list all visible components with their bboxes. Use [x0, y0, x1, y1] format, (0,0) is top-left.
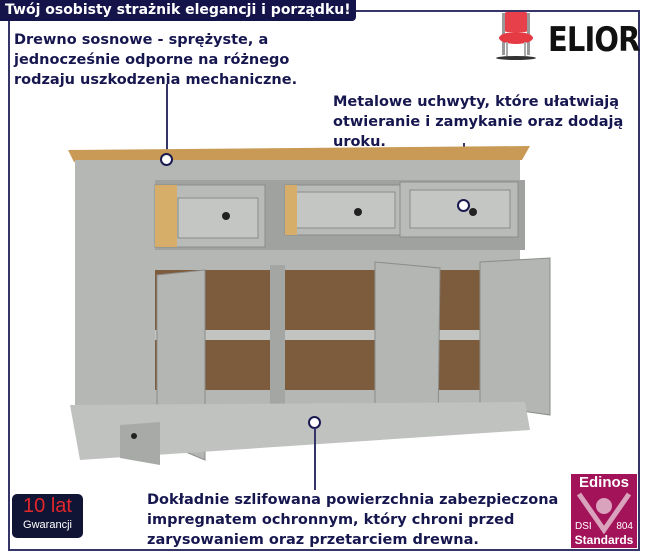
sideboard-illustration [68, 146, 551, 465]
headline: Twój osobisty strażnik elegancji i porzą… [0, 0, 356, 21]
warranty-years: 10 lat [23, 495, 72, 517]
handle-marker [457, 199, 470, 212]
certificate-badge: Edinos DSI 804 Standards [571, 474, 637, 548]
warranty-badge: 10 lat Gwarancji [12, 494, 83, 538]
certificate-bottom: Standards [574, 533, 634, 547]
certificate-left: DSI [575, 521, 592, 532]
surface-callout: Dokładnie szlifowana powierzchnia zabezp… [147, 492, 559, 548]
red-chair-icon [494, 10, 550, 66]
certificate-right: 804 [616, 521, 633, 532]
handles-callout: Metalowe uchwyty, które ułatwiają otwier… [333, 94, 624, 150]
surface-leader-line [314, 428, 316, 490]
warranty-label: Gwarancji [23, 519, 72, 531]
wood-marker [160, 153, 173, 166]
brand-name: ELIOR [548, 20, 640, 60]
certificate-name: Edinos [578, 474, 629, 491]
wood-callout: Drewno sosnowe - sprężyste, a jednocześn… [14, 32, 298, 88]
certificate-v-icon [577, 492, 631, 534]
wood-leader-line [166, 84, 168, 154]
